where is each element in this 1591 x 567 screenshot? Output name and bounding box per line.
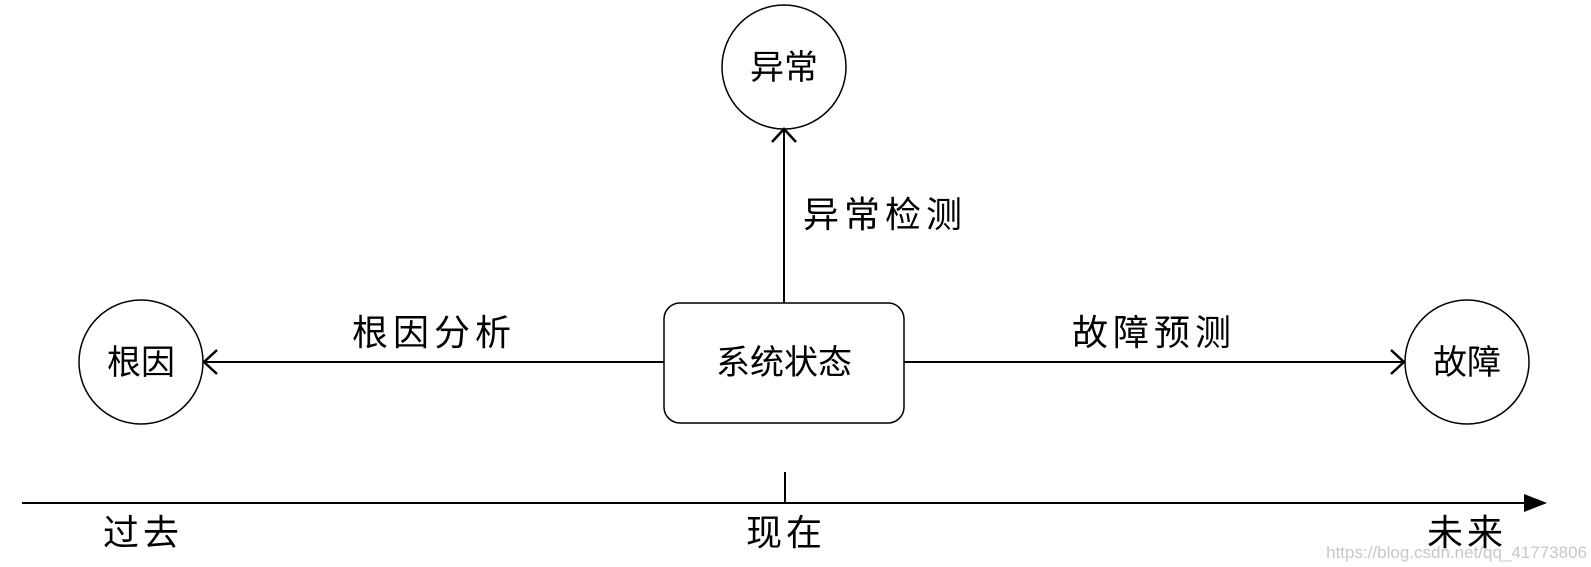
edge-fault-prediction-label: 故障预测 — [1072, 313, 1236, 354]
timeline-present-label: 现在 — [746, 513, 826, 554]
node-system-state-label: 系统状态 — [716, 343, 852, 383]
node-root-cause: 根因 — [78, 299, 204, 425]
watermark-text: https://blog.csdn.net/qq_41773806 — [1326, 543, 1587, 562]
edge-root-cause-analysis-label: 根因分析 — [352, 313, 516, 354]
node-root-cause-label: 根因 — [107, 343, 175, 383]
edge-fault-prediction-arrowhead — [1390, 349, 1406, 375]
edge-root-cause-analysis: 根因分析 — [202, 313, 664, 375]
edge-anomaly-detection-label: 异常检测 — [803, 195, 967, 236]
timeline-future-label: 未来 — [1427, 513, 1507, 554]
node-fault: 故障 — [1404, 299, 1530, 425]
edge-root-cause-analysis-arrowhead — [202, 349, 218, 375]
timeline-axis-arrowhead — [1524, 494, 1547, 512]
edge-anomaly-detection: 异常检测 — [771, 127, 967, 303]
node-anomaly-label: 异常 — [750, 48, 818, 88]
timeline-axis: 过去 现在 未来 — [22, 472, 1547, 554]
node-system-state: 系统状态 — [663, 302, 905, 424]
edge-anomaly-detection-arrowhead — [771, 127, 797, 143]
node-fault-label: 故障 — [1433, 343, 1501, 383]
timeline-past-label: 过去 — [103, 513, 183, 554]
edge-fault-prediction: 故障预测 — [904, 313, 1406, 375]
node-anomaly: 异常 — [721, 4, 847, 130]
